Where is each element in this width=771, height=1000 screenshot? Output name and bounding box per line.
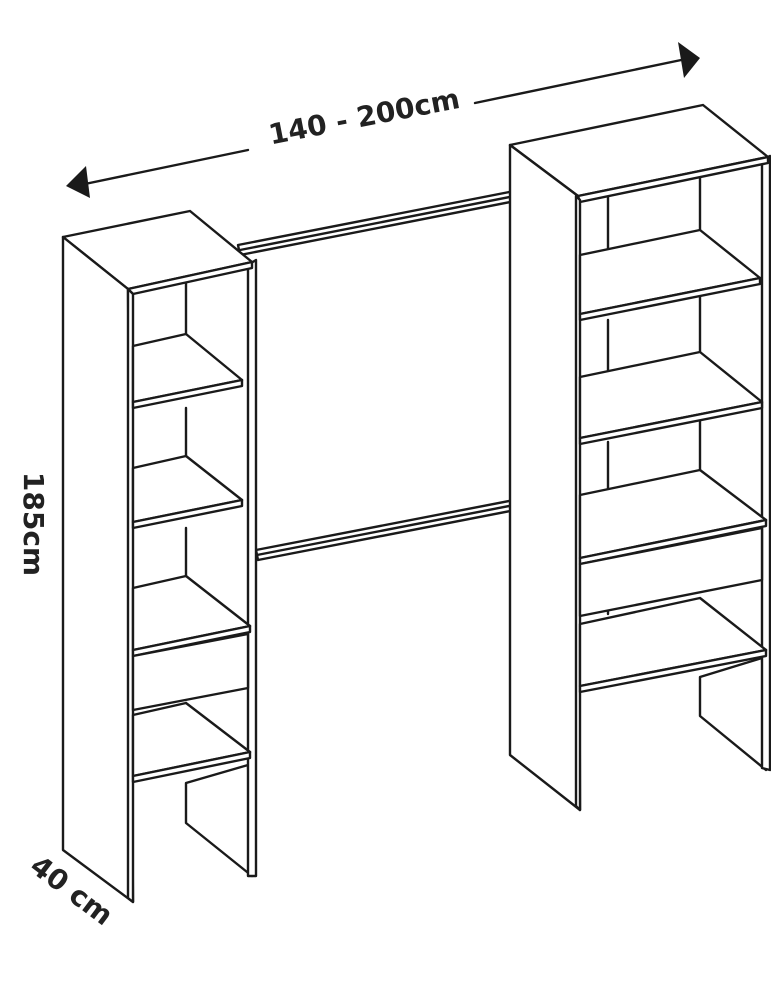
height-label: 185cm xyxy=(17,472,50,576)
bottom-hanging-rail xyxy=(254,492,545,562)
right-tower xyxy=(508,103,771,812)
arrow-right-icon xyxy=(678,42,700,78)
left-tower xyxy=(61,209,258,904)
left-drawer xyxy=(131,632,250,712)
width-label: 140 - 200cm xyxy=(266,82,463,151)
arrow-left-icon xyxy=(66,166,90,198)
top-hanging-rail xyxy=(236,183,545,257)
right-drawer xyxy=(578,526,764,618)
